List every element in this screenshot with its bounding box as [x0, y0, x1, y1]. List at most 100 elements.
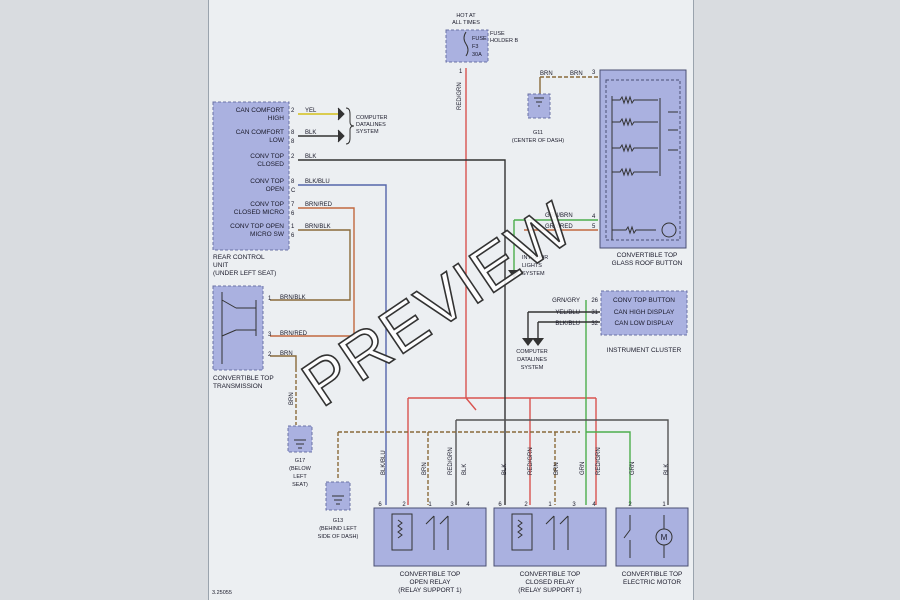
rcu-row-pin-b: 8: [291, 139, 295, 145]
fuse-pin: 1: [459, 69, 463, 75]
g13-l2: SIDE OF DASH): [318, 534, 359, 540]
rcu-row-label2: HIGH: [268, 115, 285, 122]
rcu-row-wire: YEL: [305, 108, 317, 114]
rcu-row-label: CAN COMFORT: [236, 129, 284, 136]
rcu-row-label2: OPEN: [266, 186, 285, 193]
wire-brnblk-ctrl: [270, 229, 351, 301]
relay-pin: 2: [402, 502, 406, 508]
roof-pin-top: 3: [592, 70, 596, 76]
ground-center-dash: BRN G11 (CENTER OF DASH): [512, 71, 564, 144]
ic-row-pin: 32: [591, 321, 598, 327]
relay-wire-label: BLK/BLU: [381, 450, 387, 475]
motor-l1: CONVERTIBLE TOP: [622, 571, 683, 578]
il-l2: LIGHTS: [522, 263, 542, 269]
rcu-row-pin: 8: [291, 179, 295, 185]
ic-row-label: CAN HIGH DISPLAY: [614, 309, 675, 316]
rcu-row-pin: 2: [291, 108, 295, 114]
wire-brn-bus: [295, 368, 580, 505]
rcu-row-label: CAN COMFORT: [236, 107, 284, 114]
fuse-power-label2: ALL TIMES: [452, 20, 480, 26]
cds2-l2: DATALINES: [517, 357, 547, 363]
motor-pin: 2: [628, 502, 632, 508]
computer-datalines-1: COMPUTER DATALINES SYSTEM: [337, 107, 388, 145]
rcu-row-wire: BRN/RED: [305, 202, 333, 208]
motor-wire-label: BLK: [664, 464, 670, 475]
roof-wire-a: GRN/BRN: [545, 213, 573, 219]
relay-wire-label: RED/GRN: [528, 447, 534, 475]
preview-watermark: PREVIEW: [289, 187, 586, 420]
roof-pin-b: 5: [592, 224, 596, 230]
ic-row-label: CAN LOW DISPLAY: [614, 320, 674, 327]
relay-wire-label: GRN: [580, 462, 586, 475]
relay-pin: 3: [450, 502, 454, 508]
g17-l3: SEAT): [292, 482, 308, 488]
interior-lights: INTERIOR LIGHTS SYSTEM: [508, 255, 548, 278]
roof-label1: CONVERTIBLE TOP: [617, 252, 678, 259]
relay-wire-label: BRN: [554, 462, 560, 475]
rcu-row-pin: 1: [291, 224, 295, 230]
fuse-holder-label2: HOLDER B: [490, 38, 518, 44]
relay-pin: 1: [428, 502, 432, 508]
closed-relay-l3: (RELAY SUPPORT 1): [518, 587, 581, 594]
trans-pin: 2: [268, 352, 272, 358]
g13-id: G13: [333, 518, 343, 524]
relay-pin: 4: [466, 502, 470, 508]
rcu-row-wire: BLK: [305, 130, 316, 136]
open-relay-l2: OPEN RELAY: [409, 579, 451, 586]
ic-row-pin: 26: [591, 298, 598, 304]
rcu-row-label: CONV TOP OPEN: [230, 223, 284, 230]
relay-wire-label: BLK: [502, 464, 508, 475]
roof-pin-a: 4: [592, 214, 596, 220]
il-l1: INTERIOR: [522, 255, 548, 261]
ground-g13: G13 (BEHIND LEFT SIDE OF DASH): [318, 481, 359, 540]
relay-pin: 4: [592, 502, 596, 508]
cds2-l1: COMPUTER: [516, 349, 548, 355]
relay-wire-label: BLK: [462, 464, 468, 475]
cds2-l3: SYSTEM: [521, 365, 544, 371]
rcu-row-label: CONV TOP: [250, 153, 284, 160]
motor-symbol: M: [661, 533, 668, 542]
fuse-id: F3: [472, 44, 478, 50]
wire-grn-roof: [513, 219, 598, 270]
rcu-row-pin-b: C: [291, 188, 296, 194]
g17-l1: (BELOW: [289, 466, 312, 472]
cds1-l1: COMPUTER: [356, 115, 388, 121]
ic-row-wire: GRN/GRY: [552, 298, 580, 304]
closed-relay-l1: CONVERTIBLE TOP: [520, 571, 581, 578]
ic-row-pin: 31: [591, 310, 598, 316]
il-l3: SYSTEM: [522, 271, 545, 277]
rcu-row-label: CONV TOP: [250, 178, 284, 185]
trans-label1: CONVERTIBLE TOP: [213, 375, 274, 382]
fuse-power-label: HOT AT: [456, 13, 476, 19]
diagram-id: 3.25055: [212, 590, 232, 596]
cds1-l2: DATALINES: [356, 122, 386, 128]
rcu-row-label2: CLOSED MICRO: [234, 209, 284, 216]
roof-wire-top: BRN: [570, 71, 583, 77]
relay-pin: 2: [524, 502, 528, 508]
rcu-row-label2: CLOSED: [257, 161, 284, 168]
trans-pin-wire: BRN/BLK: [280, 295, 306, 301]
rcu-row-pin: 2: [291, 154, 295, 160]
rcu-row-label: CONV TOP: [250, 201, 284, 208]
wire-blk-closed: [298, 159, 506, 505]
g17-l2: LEFT: [293, 474, 307, 480]
wire-brnred-ctrl: [270, 207, 355, 337]
wire-blkblu-ic: [527, 312, 600, 338]
ic-row-label: CONV TOP BUTTON: [613, 297, 675, 304]
relay-pin: 6: [378, 502, 382, 508]
rcu-row-wire: BRN/BLK: [305, 224, 331, 230]
fuse-rating: 30A: [472, 52, 482, 58]
wire-red-branch: [407, 397, 597, 505]
fuse-holder-label: FUSE: [490, 31, 505, 37]
rcu-row-wire: BLK: [305, 154, 316, 160]
glass-roof-button: 3 BRN 4 GRN/BRN 5 GRN/RED CONVERTIBLE TO…: [545, 69, 687, 267]
rcu-row-label2: LOW: [269, 137, 285, 144]
trans-pin-wire: BRN: [280, 351, 293, 357]
rcu-row-label2: MICRO SW: [250, 231, 285, 238]
fuse-holder: HOT AT ALL TIMES FUSE HOLDER B FUSE F3 3…: [445, 13, 518, 110]
rcu-row-pin-b: 6: [291, 233, 295, 239]
ic-label: INSTRUMENT CLUSTER: [607, 347, 682, 354]
